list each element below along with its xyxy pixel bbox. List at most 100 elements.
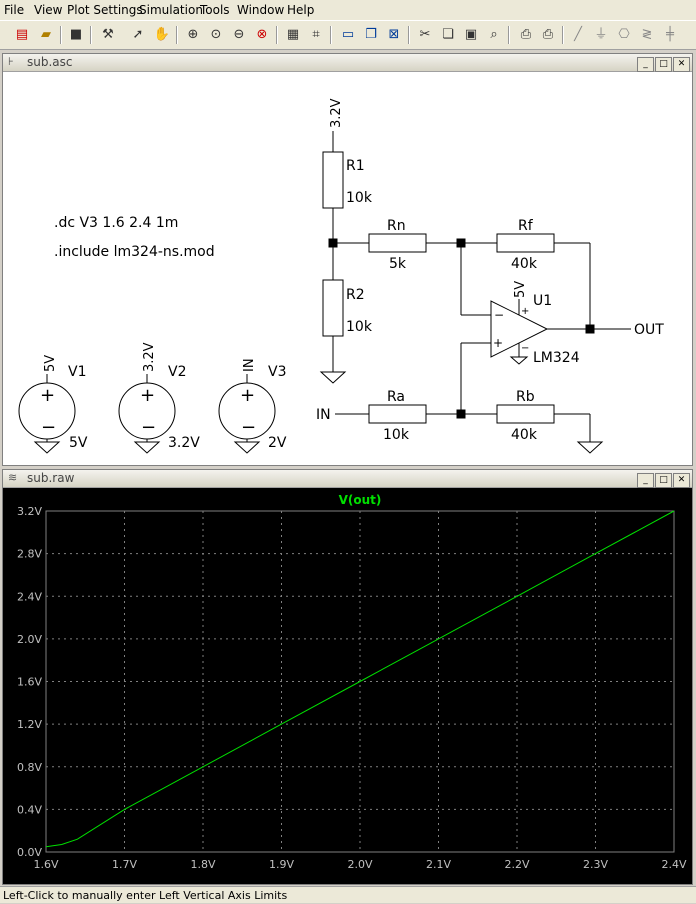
menu-plot-settings[interactable]: Plot Settings <box>67 3 143 17</box>
trace-vout <box>45 510 675 848</box>
control-panel-icon[interactable]: ⚒ <box>102 27 114 42</box>
menu-tools[interactable]: Tools <box>200 3 230 17</box>
y-tick-label[interactable]: 1.6V <box>17 676 42 689</box>
menu-file[interactable]: File <box>4 3 25 17</box>
r2-value: 10k <box>346 319 373 335</box>
x-tick-label[interactable]: 2.1V <box>426 858 451 871</box>
directive-include[interactable]: .include lm324-ns.mod <box>54 244 215 260</box>
rf-name: Rf <box>518 218 534 234</box>
y-tick-label[interactable]: 0.0V <box>17 846 42 859</box>
y-tick-label[interactable]: 2.0V <box>17 633 42 646</box>
autorange-icon[interactable]: ▦ <box>286 27 300 42</box>
zoom-out-icon[interactable]: ⊖ <box>233 27 245 42</box>
ground-v3-icon <box>233 441 261 454</box>
x-tick-label[interactable]: 2.0V <box>347 858 372 871</box>
schematic-window-icon: ⊦ <box>8 55 14 68</box>
close-window-icon[interactable]: ⊠ <box>388 27 400 42</box>
toolbar: ▤ ▰ ■ ⚒ ➚ ✋ ⊕ ⊙ ⊖ ⊗ ▦ ⌗ ▭ ❐ ⊠ ✂ ❏ ▣ ⌕ ⎙ … <box>0 20 696 50</box>
minimize-button[interactable]: _ <box>637 473 654 488</box>
menu-view[interactable]: View <box>34 3 63 17</box>
schematic-canvas[interactable]: .dc V3 1.6 2.4 1m .include lm324-ns.mod … <box>3 71 692 465</box>
y-tick-label[interactable]: 1.2V <box>17 718 42 731</box>
cursor-icon[interactable]: ⌗ <box>312 27 320 42</box>
menu-simulation[interactable]: Simulation <box>139 3 203 17</box>
save-icon[interactable]: ■ <box>69 27 83 42</box>
cut-icon[interactable]: ✂ <box>419 27 431 42</box>
pan-hand-icon[interactable]: ✋ <box>153 27 171 42</box>
x-tick-label[interactable]: 2.2V <box>504 858 529 871</box>
resistor-r2[interactable] <box>322 279 344 337</box>
ground-opamp-icon <box>509 356 529 365</box>
zoom-cancel-icon[interactable]: ⊗ <box>256 27 268 42</box>
v3-minus: − <box>241 417 256 438</box>
opamp-minus: − <box>494 308 504 322</box>
resistor-r1[interactable] <box>322 151 344 209</box>
v2-minus: − <box>141 417 156 438</box>
x-tick-label[interactable]: 2.4V <box>661 858 686 871</box>
resistor-rf[interactable] <box>496 233 555 253</box>
y-tick-label[interactable]: 2.4V <box>17 590 42 603</box>
print-icon[interactable]: ⎙ <box>542 27 554 42</box>
maximize-button[interactable]: □ <box>655 473 672 488</box>
tile-horizontal-icon[interactable]: ▭ <box>341 27 355 42</box>
v2-value: 3.2V <box>168 435 200 451</box>
y-tick-label[interactable]: 2.8V <box>17 548 42 561</box>
trace-title[interactable]: V(out) <box>339 493 382 507</box>
plot-window: ≋ sub.raw _□✕ V(out) 1.6V 1.7V 1.8V 1.9V 2.0… <box>2 469 693 885</box>
plot-frame <box>45 510 675 853</box>
y-tick-label[interactable]: 0.8V <box>17 761 42 774</box>
plot-canvas[interactable]: V(out) 1.6V 1.7V 1.8V 1.9V 2.0V 2.1V 2.2V 2.3V 2… <box>3 487 692 884</box>
find-icon[interactable]: ⌕ <box>490 27 498 42</box>
close-button[interactable]: ✕ <box>673 57 690 72</box>
cascade-icon[interactable]: ❐ <box>365 27 377 42</box>
new-schematic-icon[interactable]: ▤ <box>15 27 29 42</box>
copy-icon[interactable]: ❏ <box>442 27 454 42</box>
menu-help[interactable]: Help <box>287 3 315 17</box>
out-label: OUT <box>634 322 664 338</box>
resistor-rn[interactable] <box>368 233 427 253</box>
print-setup-icon[interactable]: ⎙ <box>520 27 532 42</box>
x-tick-label[interactable]: 1.7V <box>112 858 137 871</box>
ra-value: 10k <box>383 427 410 443</box>
v1-value: 5V <box>69 435 88 451</box>
x-tick-label[interactable]: 2.3V <box>583 858 608 871</box>
x-tick-label[interactable]: 1.6V <box>33 858 58 871</box>
toolbar-separator <box>90 26 92 44</box>
resistor-rb[interactable] <box>496 404 555 424</box>
wire-icon[interactable]: ╱ <box>574 27 582 42</box>
minimize-button[interactable]: _ <box>637 57 654 72</box>
ground-v1-icon <box>33 441 61 454</box>
ra-name: Ra <box>387 389 405 405</box>
maximize-button[interactable]: □ <box>655 57 672 72</box>
run-icon[interactable]: ➚ <box>132 27 144 42</box>
rn-value: 5k <box>389 256 407 272</box>
plot-titlebar: ≋ sub.raw _□✕ <box>3 470 692 488</box>
capacitor-icon[interactable]: ╪ <box>666 27 674 42</box>
toolbar-separator <box>408 26 410 44</box>
close-button[interactable]: ✕ <box>673 473 690 488</box>
resistor-ra[interactable] <box>368 404 427 424</box>
status-bar: Left-Click to manually enter Left Vertic… <box>0 886 696 903</box>
paste-icon[interactable]: ▣ <box>464 27 478 42</box>
zoom-in-icon[interactable]: ⊕ <box>187 27 199 42</box>
v3-value: 2V <box>268 435 287 451</box>
v3-name: V3 <box>268 364 286 380</box>
opamp-supply-label: 5V <box>513 281 528 298</box>
ground-icon[interactable]: ⏚ <box>594 27 608 42</box>
toolbar-separator <box>508 26 510 44</box>
open-icon[interactable]: ▰ <box>41 27 51 42</box>
in-label: IN <box>316 407 331 423</box>
label-icon[interactable]: ⎔ <box>618 27 630 42</box>
toolbar-separator <box>276 26 278 44</box>
y-tick-label[interactable]: 3.2V <box>17 505 42 518</box>
v1-minus: − <box>41 417 56 438</box>
r1-name: R1 <box>346 158 365 174</box>
y-tick-label[interactable]: 0.4V <box>17 803 42 816</box>
x-tick-label[interactable]: 1.8V <box>190 858 215 871</box>
menu-window[interactable]: Window <box>237 3 285 17</box>
zoom-area-icon[interactable]: ⊙ <box>210 27 222 42</box>
v2-plus: + <box>140 385 155 406</box>
x-tick-label[interactable]: 1.9V <box>269 858 294 871</box>
resistor-icon[interactable]: ≷ <box>641 27 653 42</box>
directive-dc[interactable]: .dc V3 1.6 2.4 1m <box>54 215 178 231</box>
